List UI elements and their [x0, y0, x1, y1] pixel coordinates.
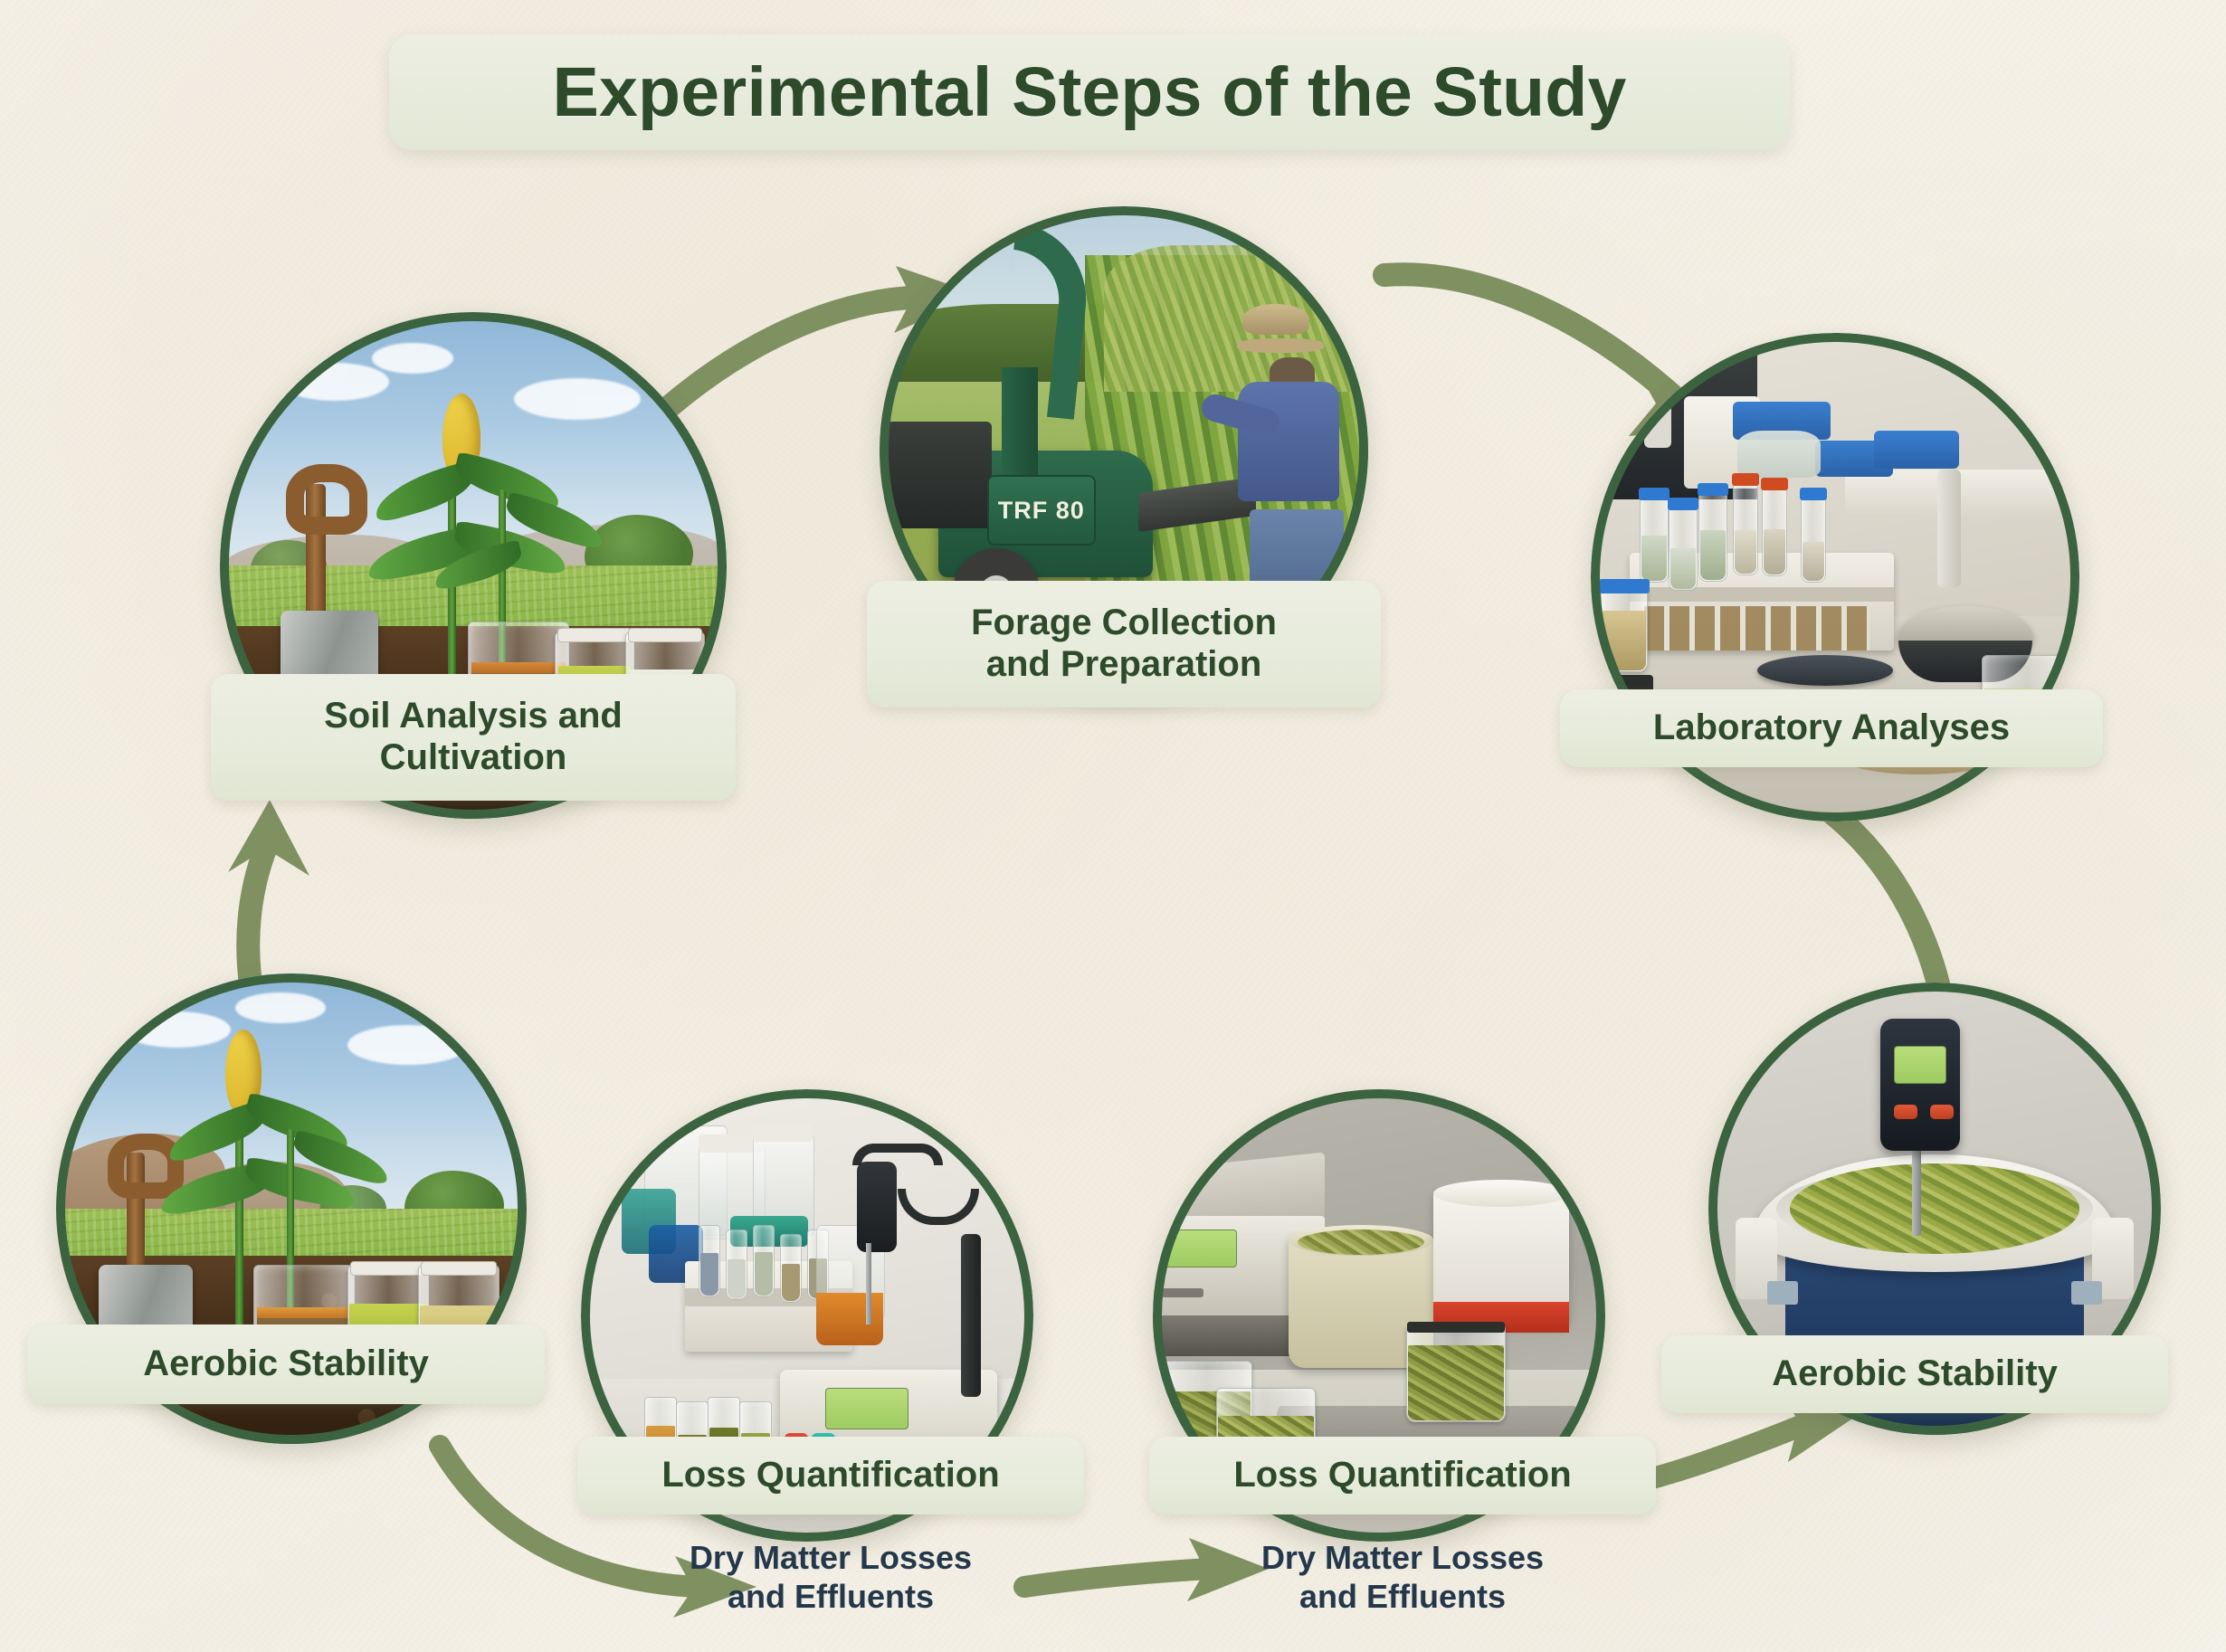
step-image-aerobic-stability-left [56, 973, 527, 1444]
step-image-laboratory-analyses [1591, 333, 2079, 821]
step-label-line-1: Loss Quantification [661, 1455, 1000, 1495]
step-label-line-1: Aerobic Stability [143, 1343, 429, 1384]
step-subtitle-loss-quantification-left: Dry Matter Losses and Effluents [577, 1538, 1084, 1616]
step-subtitle-line-1: Dry Matter Losses [1260, 1539, 1545, 1576]
step-label-line-1: Laboratory Analyses [1652, 707, 2011, 748]
thermometer-button-left [1894, 1105, 1917, 1119]
step-label-line-2: Cultivation [379, 737, 567, 777]
step-label-forage-collection-and-preparation: Forage Collection and Preparation [867, 581, 1381, 707]
step-label-aerobic-stability-right: Aerobic Stability [1661, 1335, 2168, 1413]
step-label-line-1: Loss Quantification [1233, 1455, 1572, 1495]
step-subtitle-line-1: Dry Matter Losses [689, 1539, 973, 1576]
thermometer-button-right [1930, 1105, 1954, 1119]
step-label-soil-analysis-and-cultivation: Soil Analysis and Cultivation [211, 674, 736, 801]
step-subtitle-loss-quantification-right: Dry Matter Losses and Effluents [1149, 1538, 1656, 1616]
step-image-soil-analysis-and-cultivation [220, 312, 727, 819]
machine-label-trf80: TRF 80 [997, 496, 1085, 524]
page-title-box: Experimental Steps of the Study [389, 34, 1790, 150]
step-label-line-2: and Preparation [985, 644, 1262, 684]
step-label-aerobic-stability-left: Aerobic Stability [27, 1324, 545, 1404]
step-label-loss-quantification-left: Loss Quantification [577, 1437, 1084, 1514]
step-label-loss-quantification-right: Loss Quantification [1149, 1437, 1656, 1514]
step-subtitle-line-2: and Effluents [727, 1578, 934, 1616]
page-title: Experimental Steps of the Study [552, 52, 1627, 131]
step-subtitle-line-2: and Effluents [1298, 1578, 1506, 1616]
step-label-laboratory-analyses: Laboratory Analyses [1560, 689, 2103, 767]
step-label-line-1: Forage Collection [971, 603, 1277, 643]
step-label-line-1: Soil Analysis and [324, 696, 623, 736]
step-label-line-1: Aerobic Stability [1772, 1353, 2058, 1394]
